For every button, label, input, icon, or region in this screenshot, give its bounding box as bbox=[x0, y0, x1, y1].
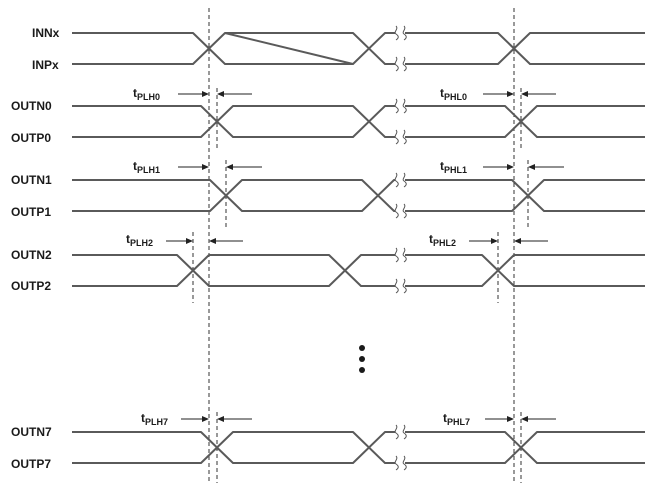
signal-labels: INNx INPx OUTN0 OUTP0 OUTN1 OUTP1 OUTN2 … bbox=[11, 26, 60, 471]
time-break-markers bbox=[394, 25, 407, 471]
time-break-squiggle bbox=[394, 129, 399, 145]
arrowhead-tplh1-left bbox=[202, 164, 209, 170]
label-outp2: OUTP2 bbox=[11, 279, 51, 293]
label-tplh7: tPLH7 bbox=[141, 411, 168, 427]
label-tphl1-sub: PHL1 bbox=[444, 165, 467, 175]
time-break-squiggle bbox=[402, 25, 407, 41]
arrowhead-tplh0-right bbox=[217, 91, 224, 97]
label-tplh7-t: t bbox=[141, 411, 145, 425]
delay-plh1: tPLH1 bbox=[133, 159, 262, 175]
arrowhead-tplh7-left bbox=[202, 416, 209, 422]
vertical-ellipsis bbox=[359, 345, 365, 373]
delay-phl0: tPHL0 bbox=[440, 86, 556, 102]
label-tphl2: tPHL2 bbox=[429, 232, 456, 248]
waveform-outp0 bbox=[72, 105, 645, 138]
arrowhead-tplh2-right bbox=[209, 238, 216, 244]
label-tphl7-t: t bbox=[443, 411, 447, 425]
label-tphl2-t: t bbox=[429, 232, 433, 246]
time-break-squiggle bbox=[402, 424, 407, 440]
arrowhead-tphl2-right bbox=[514, 238, 521, 244]
time-break-squiggle bbox=[394, 98, 399, 114]
label-outn0: OUTN0 bbox=[11, 99, 52, 113]
label-tplh2: tPLH2 bbox=[126, 232, 153, 248]
time-break-squiggle bbox=[394, 455, 399, 471]
arrowhead-tphl0-left bbox=[507, 91, 514, 97]
break-gaps bbox=[395, 27, 405, 468]
time-break-squiggle bbox=[402, 455, 407, 471]
arrowhead-tphl7-left bbox=[507, 416, 514, 422]
arrowhead-tphl1-right bbox=[528, 164, 535, 170]
time-break-squiggle bbox=[402, 129, 407, 145]
arrowhead-tphl2-left bbox=[491, 238, 498, 244]
time-break-squiggle bbox=[402, 172, 407, 188]
reference-guides bbox=[192, 8, 529, 483]
waveform-outp1 bbox=[72, 179, 645, 212]
label-outp7: OUTP7 bbox=[11, 457, 51, 471]
label-tplh1-t: t bbox=[133, 159, 137, 173]
label-tplh2-t: t bbox=[126, 232, 130, 246]
label-tplh2-sub: PLH2 bbox=[130, 238, 153, 248]
label-tphl7-sub: PHL7 bbox=[447, 417, 470, 427]
label-tplh0-t: t bbox=[133, 86, 137, 100]
label-outp0: OUTP0 bbox=[11, 131, 51, 145]
waveform-inpx bbox=[72, 32, 645, 65]
label-tplh7-sub: PLH7 bbox=[145, 417, 168, 427]
delay-plh0: tPLH0 bbox=[133, 86, 252, 102]
time-break-squiggle bbox=[394, 172, 399, 188]
delay-phl1: tPHL1 bbox=[440, 159, 564, 175]
label-tphl1-t: t bbox=[440, 159, 444, 173]
time-break-squiggle bbox=[394, 25, 399, 41]
time-break-squiggle bbox=[394, 278, 399, 294]
delay-annotations: tPLH0 tPHL0 tPLH1 bbox=[126, 86, 564, 427]
label-tphl2-sub: PHL2 bbox=[433, 238, 456, 248]
arrowhead-tplh2-left bbox=[186, 238, 193, 244]
waveforms bbox=[72, 32, 645, 464]
ellipsis-dot bbox=[359, 345, 365, 351]
arrowhead-tplh1-right bbox=[226, 164, 233, 170]
label-tphl0-t: t bbox=[440, 86, 444, 100]
label-outp1: OUTP1 bbox=[11, 205, 51, 219]
time-break-squiggle bbox=[402, 203, 407, 219]
time-break-squiggle bbox=[402, 98, 407, 114]
arrowhead-tphl1-left bbox=[507, 164, 514, 170]
arrowhead-tphl7-right bbox=[521, 416, 528, 422]
waveform-outp7 bbox=[72, 431, 645, 464]
break-squiggles bbox=[394, 25, 407, 471]
label-tplh0: tPLH0 bbox=[133, 86, 160, 102]
time-break-squiggle bbox=[394, 247, 399, 263]
label-tplh1: tPLH1 bbox=[133, 159, 160, 175]
label-innx: INNx bbox=[32, 26, 60, 40]
time-break-squiggle bbox=[402, 56, 407, 72]
label-tplh1-sub: PLH1 bbox=[137, 165, 160, 175]
arrowhead-tplh7-right bbox=[217, 416, 224, 422]
label-tphl0: tPHL0 bbox=[440, 86, 467, 102]
label-tphl0-sub: PHL0 bbox=[444, 92, 467, 102]
label-inpx: INPx bbox=[32, 58, 59, 72]
delay-phl2: tPHL2 bbox=[429, 232, 548, 248]
label-outn2: OUTN2 bbox=[11, 248, 52, 262]
ellipsis-dot bbox=[359, 367, 365, 373]
label-tphl1: tPHL1 bbox=[440, 159, 467, 175]
ellipsis-dot bbox=[359, 356, 365, 362]
label-tplh0-sub: PLH0 bbox=[137, 92, 160, 102]
label-outn7: OUTN7 bbox=[11, 425, 52, 439]
waveform-outp2 bbox=[72, 254, 645, 287]
waveform-outn2 bbox=[72, 254, 645, 287]
label-tphl7: tPHL7 bbox=[443, 411, 470, 427]
arrowhead-tphl0-right bbox=[521, 91, 528, 97]
delay-plh7: tPLH7 bbox=[141, 411, 252, 427]
time-break-squiggle bbox=[394, 56, 399, 72]
time-break-squiggle bbox=[402, 278, 407, 294]
delay-phl7: tPHL7 bbox=[443, 411, 556, 427]
label-outn1: OUTN1 bbox=[11, 173, 52, 187]
delay-plh2: tPLH2 bbox=[126, 232, 243, 248]
time-break-squiggle bbox=[402, 247, 407, 263]
arrowhead-tplh0-left bbox=[202, 91, 209, 97]
waveform-outn1 bbox=[72, 179, 645, 212]
time-break-squiggle bbox=[394, 203, 399, 219]
time-break-squiggle bbox=[394, 424, 399, 440]
